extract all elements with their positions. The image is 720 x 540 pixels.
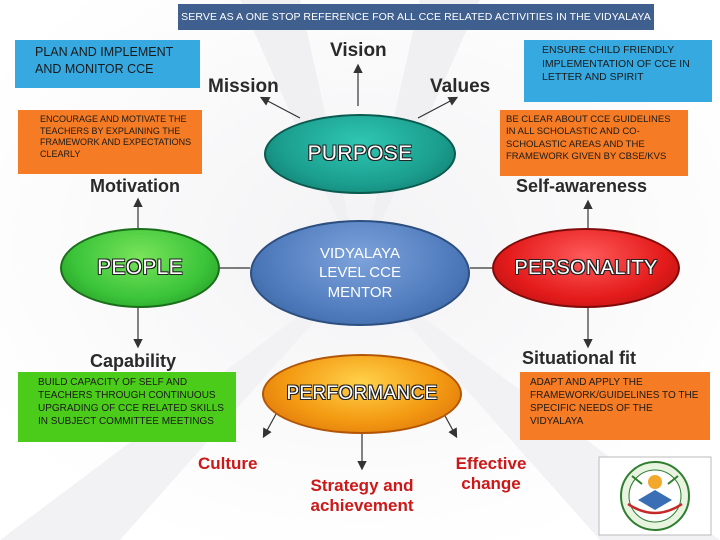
personality-oval: PERSONALITY [492,228,680,308]
vision-label: Vision [330,40,387,61]
build-box: BUILD CAPACITY OF SELF AND TEACHERS THRO… [18,372,236,442]
culture-label: Culture [198,454,258,473]
people-oval: PEOPLE [60,228,220,308]
plan-box: PLAN AND IMPLEMENT AND MONITOR CCE [15,40,200,88]
adapt-box: ADAPT AND APPLY THE FRAMEWORK/GUIDELINES… [520,372,710,440]
personality-text: PERSONALITY [514,256,658,279]
center-oval: VIDYALAYA LEVEL CCE MENTOR [250,220,470,326]
performance-text: PERFORMANCE [286,383,438,404]
school-emblem-icon [598,456,712,536]
people-text: PEOPLE [97,256,183,279]
strategy-label: Strategy and achievement [310,476,414,515]
purpose-oval: PURPOSE [264,114,456,194]
performance-oval: PERFORMANCE [262,354,462,434]
values-label: Values [430,76,491,97]
situational-fit-label: Situational fit [522,348,636,368]
capability-label: Capability [90,351,177,371]
effective-change-label: Effective change [455,454,527,493]
encourage-box: ENCOURAGE AND MOTIVATE THE TEACHERS BY E… [18,110,202,174]
mission-label: Mission [208,76,279,97]
center-text: VIDYALAYA LEVEL CCE MENTOR [319,244,401,301]
clear-box: BE CLEAR ABOUT CCE GUIDELINES IN ALL SCH… [500,110,688,176]
purpose-text: PURPOSE [307,142,413,165]
top-banner: SERVE AS A ONE STOP REFERENCE FOR ALL CC… [178,4,654,30]
motivation-label: Motivation [90,176,180,196]
self-awareness-label: Self-awareness [516,176,648,196]
ensure-box: ENSURE CHILD FRIENDLY IMPLEMENTATION OF … [524,40,712,102]
